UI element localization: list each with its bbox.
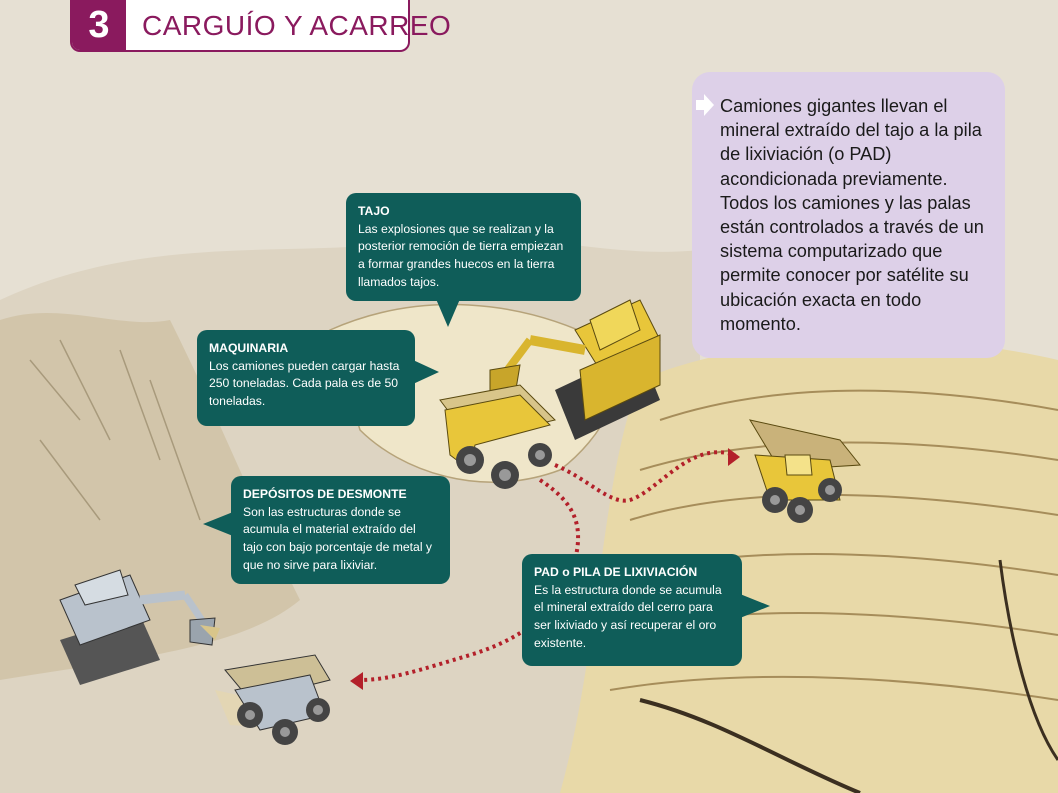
callout-pad: PAD o PILA DE LIXIVIACIÓN Es la estructu…	[522, 554, 770, 666]
gray-haul-truck	[215, 654, 331, 745]
callout-pointer	[436, 299, 460, 327]
callout-pad-text: Es la estructura donde se acumula el min…	[534, 582, 722, 650]
callout-tajo-title: TAJO	[358, 204, 390, 218]
pad-haul-truck	[748, 419, 861, 523]
callout-pointer	[740, 594, 770, 618]
callout-desmonte-text: Son las estructuras donde se acumula el …	[243, 504, 433, 572]
callout-tajo-text: Las explosiones que se realizan y la pos…	[358, 221, 564, 289]
route-to-pad-arrowhead	[728, 448, 740, 466]
callout-tajo: TAJO Las explosiones que se realizan y l…	[346, 193, 581, 327]
section-number: 3	[72, 0, 126, 50]
callout-desmonte: DEPÓSITOS DE DESMONTE Son las estructura…	[203, 476, 450, 584]
left-cliff	[0, 312, 300, 680]
callout-maquinaria: MAQUINARIA Los camiones pueden cargar ha…	[197, 330, 439, 426]
info-box: Camiones gigantes llevan el mineral extr…	[692, 72, 1005, 358]
callout-maquinaria-text: Los camiones pueden cargar hasta 250 ton…	[209, 358, 400, 409]
yellow-haul-truck	[439, 384, 556, 489]
arrow-right-icon	[696, 94, 714, 116]
route-to-pad	[554, 450, 736, 503]
gray-excavator	[59, 569, 220, 685]
callout-pointer	[413, 360, 439, 384]
info-text: Camiones gigantes llevan el mineral extr…	[720, 96, 984, 334]
route-to-waste	[359, 478, 581, 682]
callout-pointer	[203, 512, 233, 536]
section-header: 3 CARGUÍO Y ACARREO	[70, 0, 451, 52]
callout-desmonte-title: DEPÓSITOS DE DESMONTE	[243, 487, 407, 501]
section-title: CARGUÍO Y ACARREO	[142, 10, 452, 41]
callout-pad-title: PAD o PILA DE LIXIVIACIÓN	[534, 565, 698, 579]
callout-maquinaria-title: MAQUINARIA	[209, 341, 289, 355]
route-to-waste-arrowhead	[350, 672, 363, 690]
